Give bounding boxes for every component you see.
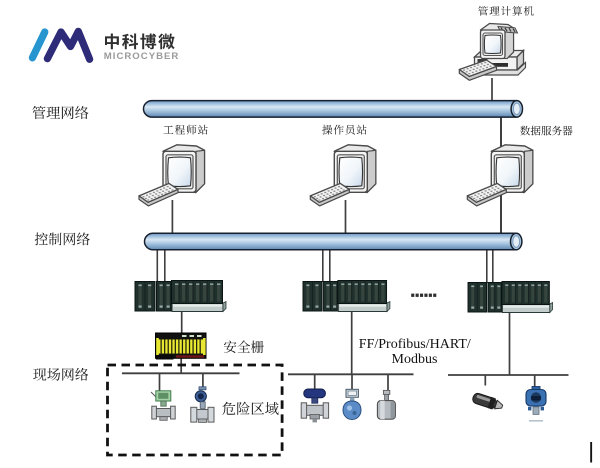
svg-text:Modbus: Modbus <box>392 352 438 367</box>
svg-text:MICROCYBER: MICROCYBER <box>104 51 180 62</box>
svg-text:FF/Profibus/HART/: FF/Profibus/HART/ <box>359 337 471 352</box>
